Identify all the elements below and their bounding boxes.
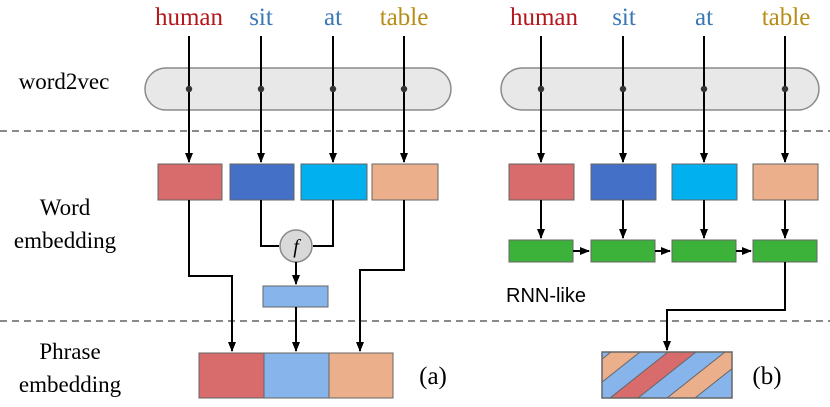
capsule-dot-sit-a <box>257 85 265 93</box>
word-sit-b: sit <box>612 4 636 31</box>
arrow-table-to-phrase <box>356 200 405 352</box>
embed-box-human-b <box>508 163 575 201</box>
word-sit-a: sit <box>249 4 273 31</box>
row-label-phrase-embedding-1: Phrase <box>39 339 100 364</box>
word-at-b: at <box>695 4 713 31</box>
word-table-b: table <box>762 4 811 31</box>
rnn-cell-3 <box>671 239 737 263</box>
word2vec-capsule-b <box>500 67 820 111</box>
word2vec-capsule-a <box>144 67 452 111</box>
capsule-dot-human-b <box>537 85 545 93</box>
rnn-cell-1 <box>508 239 574 263</box>
capsule-dot-table-b <box>781 85 789 93</box>
word-at-a: at <box>324 4 342 31</box>
embed-box-at-b <box>671 163 738 201</box>
embed-box-sit-b <box>590 163 657 201</box>
embed-box-table-a <box>371 163 439 201</box>
row-label-word-embedding-2: embedding <box>14 228 117 253</box>
row-label-phrase-embedding-2: embedding <box>19 372 122 397</box>
capsule-dot-at-a <box>329 85 337 93</box>
phrase-embedding-border-b <box>601 351 733 399</box>
embed-box-human-a <box>157 163 223 201</box>
embed-box-at-a <box>300 163 368 201</box>
panel-a: human sit at table f (a) <box>144 4 452 399</box>
capsule-dot-sit-b <box>619 85 627 93</box>
merged-box-a <box>262 285 329 308</box>
caption-b: (b) <box>752 363 781 390</box>
embed-box-sit-a <box>229 163 295 201</box>
capsule-dot-table-a <box>400 85 408 93</box>
capsule-dot-at-b <box>700 85 708 93</box>
embed-box-table-b <box>752 163 819 201</box>
panel-b: human sit at table RNN-like <box>500 4 820 399</box>
line-sit-to-f <box>260 200 279 247</box>
phrase-segment-red <box>198 352 265 399</box>
row-label-word-embedding-1: Word <box>40 195 91 220</box>
caption-a: (a) <box>419 363 447 390</box>
word-human-b: human <box>510 4 579 31</box>
arrow-rnn-to-phrase <box>663 262 786 351</box>
rnn-cell-2 <box>590 239 656 263</box>
rnn-label: RNN-like <box>506 285 586 307</box>
word-table-a: table <box>380 4 429 31</box>
phrase-segment-blue <box>263 352 330 399</box>
word-human-a: human <box>155 4 224 31</box>
arrow-human-to-phrase <box>188 200 236 352</box>
line-at-to-f <box>313 200 334 247</box>
row-label-word2vec: word2vec <box>19 69 110 94</box>
phrase-segment-peach <box>328 352 394 399</box>
capsule-dot-human-a <box>185 85 193 93</box>
rnn-cell-4 <box>752 239 818 263</box>
function-label: f <box>293 236 301 258</box>
phrase-embedding-striped <box>602 352 732 398</box>
